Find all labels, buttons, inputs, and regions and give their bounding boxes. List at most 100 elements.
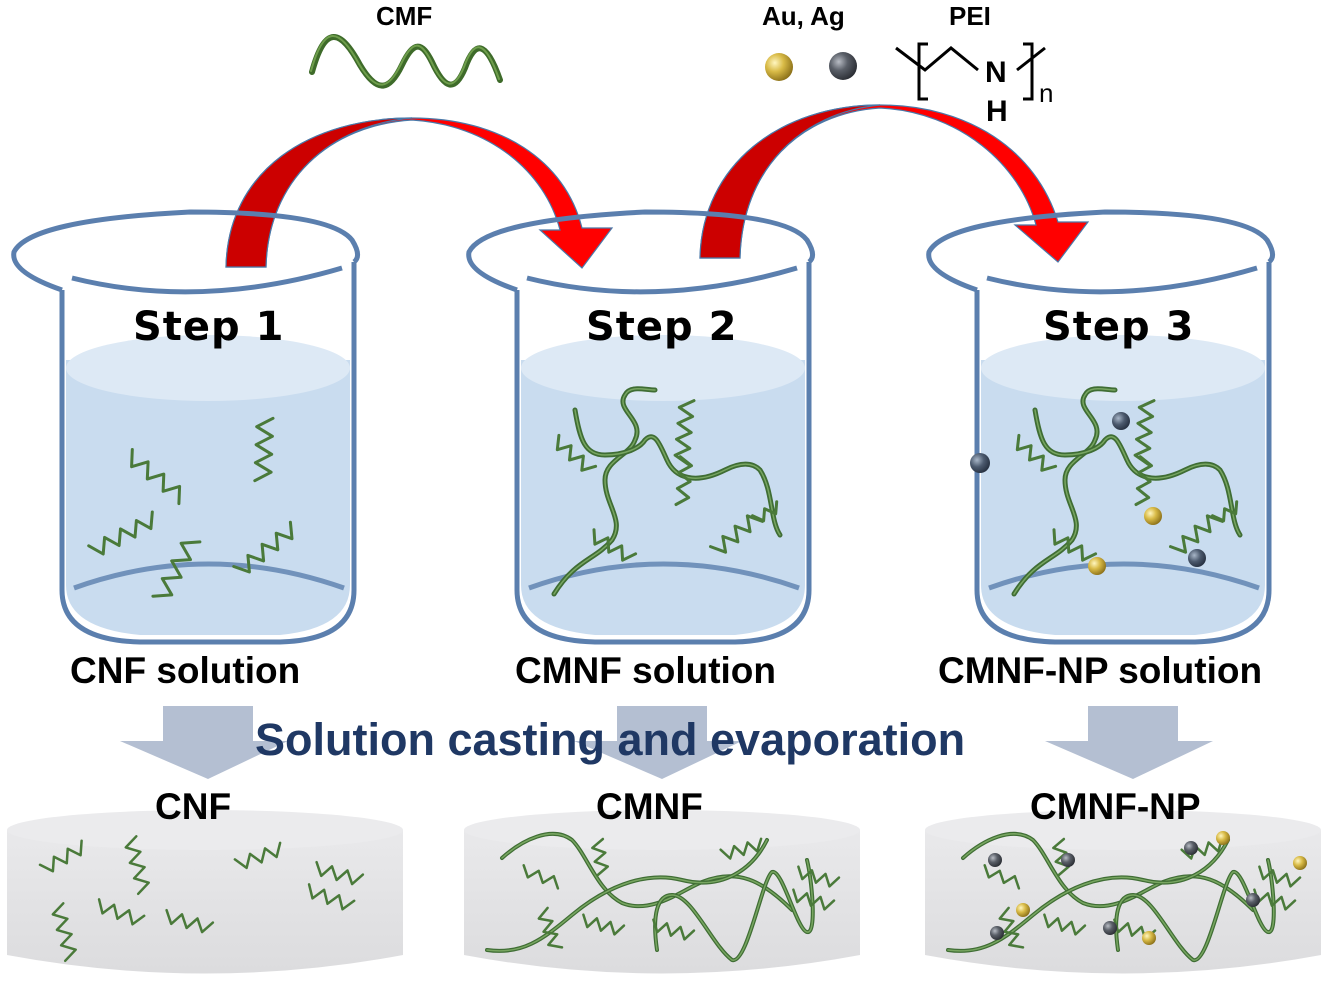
silver-nanoparticle-icon bbox=[829, 52, 857, 80]
cnf-fiber-icon bbox=[792, 888, 836, 911]
cnf-fiber-icon bbox=[87, 510, 154, 556]
cnf-fiber-icon bbox=[719, 837, 763, 860]
pei-structure bbox=[895, 42, 1046, 101]
beaker-outline bbox=[974, 262, 1272, 645]
pei-right-bracket-icon bbox=[1023, 42, 1034, 101]
silver-nanoparticle-icon bbox=[1061, 853, 1075, 867]
water bbox=[521, 360, 805, 635]
down-arrow-icon bbox=[120, 706, 288, 779]
cmf-label: CMF bbox=[376, 1, 433, 31]
beaker-bottom bbox=[73, 561, 345, 591]
cnf-fiber-icon bbox=[233, 841, 282, 870]
silver-nanoparticle-icon bbox=[990, 926, 1004, 940]
cnf-fiber-icon bbox=[592, 528, 638, 562]
gold-nanoparticle-icon bbox=[1016, 903, 1030, 917]
beaker-inner-rim bbox=[71, 265, 343, 295]
cnf-fiber-icon bbox=[130, 448, 182, 506]
gold-nanoparticle-icon bbox=[765, 53, 793, 81]
beaker-outline bbox=[514, 262, 812, 645]
cmf-reagent bbox=[309, 34, 503, 89]
cnf-fiber-icon bbox=[1180, 837, 1224, 860]
cnf-fiber-icon bbox=[1052, 837, 1071, 877]
gold-nanoparticle-icon bbox=[1293, 856, 1307, 870]
silver-nanoparticle-icon bbox=[1246, 893, 1260, 907]
step-2-label: Step 2 bbox=[586, 304, 738, 350]
cnf-fiber-icon bbox=[983, 864, 1021, 890]
beaker-step-3 bbox=[926, 209, 1275, 645]
cmnf-np-solution-label: CMNF-NP solution bbox=[938, 650, 1263, 691]
silver-nanoparticle-icon bbox=[1112, 412, 1130, 430]
film-body bbox=[7, 830, 403, 974]
cnf-fiber-icon bbox=[709, 514, 764, 554]
silver-nanoparticle-icon bbox=[988, 853, 1002, 867]
cmnf-np-film-label: CMNF-NP bbox=[1030, 786, 1201, 827]
water-surface bbox=[521, 335, 805, 401]
cnf-fiber-icon bbox=[1258, 865, 1302, 888]
cnf-fiber-icon bbox=[124, 835, 150, 896]
nanoparticle-label: Au, Ag bbox=[762, 1, 845, 31]
cnf-fiber-icon bbox=[307, 883, 356, 911]
beaker-inner-rim bbox=[526, 265, 798, 295]
step-3-label: Step 3 bbox=[1043, 304, 1195, 350]
arrow-step1-to-step2 bbox=[225, 117, 614, 269]
water-surface bbox=[66, 335, 350, 401]
beaker-step-2 bbox=[466, 209, 815, 645]
cnf-fiber-icon bbox=[97, 898, 146, 926]
silver-nanoparticle-icon bbox=[970, 453, 990, 473]
process-banner: Solution casting and evaporation bbox=[255, 714, 966, 765]
cnf-fiber-icon bbox=[51, 902, 77, 963]
silver-nanoparticle-icon bbox=[1188, 549, 1206, 567]
cnf-fiber-icon bbox=[1211, 500, 1239, 523]
cnf-fiber-icon bbox=[1043, 913, 1087, 936]
cnf-fiber-icon bbox=[151, 540, 202, 598]
cnf-fiber-icon bbox=[1015, 433, 1058, 472]
water-surface bbox=[981, 335, 1265, 401]
cnf-solution-label: CNF solution bbox=[70, 650, 301, 691]
water bbox=[981, 360, 1265, 635]
cnf-fiber-icon bbox=[232, 520, 294, 574]
film-1 bbox=[7, 810, 403, 974]
cnf-fiber-icon bbox=[1133, 399, 1156, 466]
cnf-film-label: CNF bbox=[155, 786, 232, 827]
pei-repeat-subscript: n bbox=[1039, 78, 1054, 108]
beaker-rim bbox=[926, 209, 1275, 293]
water bbox=[66, 360, 350, 635]
cnf-fiber-icon bbox=[751, 500, 779, 523]
pei-label: PEI bbox=[949, 1, 991, 31]
cnf-fiber-icon bbox=[1052, 528, 1098, 562]
beaker-step-1 bbox=[11, 209, 360, 645]
pei-left-bond-icon bbox=[895, 46, 979, 72]
down-arrow-icon bbox=[574, 706, 742, 779]
cnf-fiber-icon bbox=[315, 860, 365, 886]
cmnf-solution-label: CMNF solution bbox=[515, 650, 777, 691]
cnf-fiber-icon bbox=[165, 908, 215, 934]
cnf-fiber-icon bbox=[797, 865, 841, 888]
cnf-fiber-icon bbox=[1169, 514, 1224, 554]
film-top bbox=[7, 810, 403, 850]
gold-nanoparticle-icon bbox=[1142, 931, 1156, 945]
gold-nanoparticle-icon bbox=[1144, 507, 1162, 525]
film-3 bbox=[925, 810, 1321, 974]
cnf-fiber-icon bbox=[582, 913, 626, 936]
cnf-fiber-icon bbox=[522, 864, 560, 890]
gold-nanoparticle-icon bbox=[1216, 831, 1230, 845]
cnf-fiber-icon bbox=[673, 399, 696, 466]
beaker-rim bbox=[11, 209, 360, 293]
beaker-inner-rim bbox=[986, 265, 1258, 295]
beaker-outline bbox=[59, 262, 357, 645]
cnf-fiber-icon bbox=[537, 906, 564, 949]
arrow-step2-to-step3 bbox=[699, 104, 1090, 263]
cnf-fiber-icon bbox=[253, 416, 275, 483]
silver-nanoparticle-icon bbox=[1103, 921, 1117, 935]
pei-left-bracket-icon bbox=[917, 42, 928, 101]
cnf-fiber-icon bbox=[1134, 455, 1153, 506]
gold-nanoparticle-icon bbox=[1088, 557, 1106, 575]
down-arrows bbox=[120, 706, 1213, 779]
cnf-fiber-icon bbox=[591, 837, 610, 877]
step-1-label: Step 1 bbox=[133, 304, 285, 350]
down-arrow-icon bbox=[1045, 706, 1213, 779]
cnf-fiber-icon bbox=[555, 433, 598, 472]
pei-hydrogen-atom: H bbox=[986, 95, 1008, 128]
film-2 bbox=[464, 810, 860, 974]
